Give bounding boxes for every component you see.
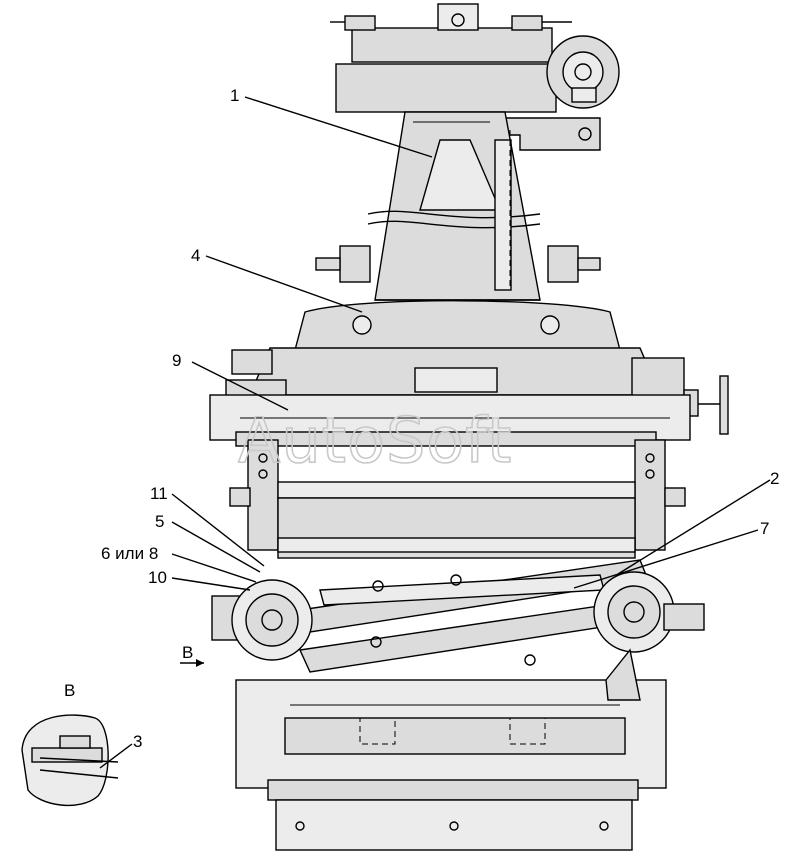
upper-mechanism (315, 3, 620, 301)
callout-3: 3 (133, 732, 142, 751)
callout-2: 2 (770, 469, 779, 488)
leader-lines (99, 96, 771, 769)
watermark: AutoSoft (238, 404, 512, 477)
leader-10 (171, 577, 251, 591)
callout-11: 11 (150, 484, 168, 503)
callout-1: 1 (230, 86, 239, 105)
callout-7: 7 (760, 519, 769, 538)
callout-4: 4 (191, 246, 200, 265)
leader-9 (191, 361, 289, 411)
callout-6-or-8: 6 или 8 (101, 544, 158, 563)
detail-view-b (21, 714, 119, 807)
leader-1 (244, 96, 433, 158)
leader-7 (573, 529, 759, 589)
view-arrow-b (180, 659, 204, 667)
leader-4 (205, 255, 363, 313)
detail-view-label: В (64, 681, 75, 700)
callout-5: 5 (155, 512, 164, 531)
callout-10: 10 (148, 568, 167, 587)
view-arrow-label: В (182, 643, 193, 662)
lower-frame (209, 394, 705, 851)
callout-9: 9 (172, 351, 181, 370)
leader-11 (171, 493, 265, 567)
leader-3 (99, 743, 133, 769)
leader-2 (617, 479, 771, 575)
leader-6-8 (171, 553, 257, 583)
leader-5 (171, 521, 261, 573)
